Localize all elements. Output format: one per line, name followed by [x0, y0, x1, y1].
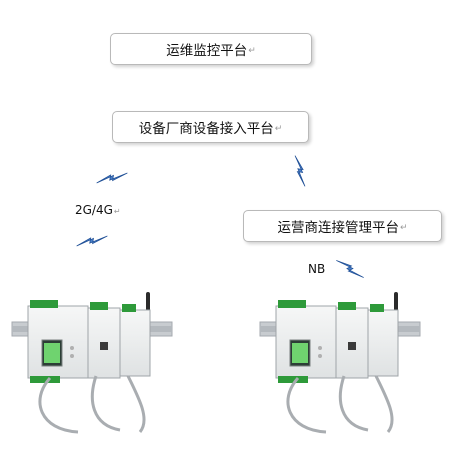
- nbiot-link-label: NB: [308, 262, 326, 276]
- ops-monitoring-platform-box: 运维监控平台↵: [110, 33, 312, 65]
- paragraph-mark: ↵: [274, 124, 283, 134]
- lightning-bolt-icon: [283, 155, 317, 187]
- vendor-access-platform-label: 设备厂商设备接入平台: [138, 121, 274, 137]
- carrier-connection-mgmt-platform-label: 运营商连接管理平台: [277, 220, 399, 236]
- vendor-access-platform-box: 设备厂商设备接入平台↵: [112, 111, 309, 143]
- paragraph-mark: ↵: [399, 223, 408, 233]
- ops-monitoring-platform-label: 运维监控平台: [166, 43, 248, 59]
- multi-circuit-meter-device: [259, 292, 421, 434]
- lightning-bolt-icon: [76, 224, 108, 258]
- lightning-bolt-icon: [335, 255, 365, 283]
- paragraph-mark: ↵: [248, 46, 256, 56]
- lightning-bolt-icon: [96, 161, 128, 195]
- carrier-connection-mgmt-platform-box: 运营商连接管理平台↵: [243, 210, 442, 242]
- multi-circuit-meter-device: [11, 292, 173, 434]
- cellular-link-label: 2G/4G↵: [75, 203, 121, 217]
- paragraph-mark: ↵: [113, 207, 121, 216]
